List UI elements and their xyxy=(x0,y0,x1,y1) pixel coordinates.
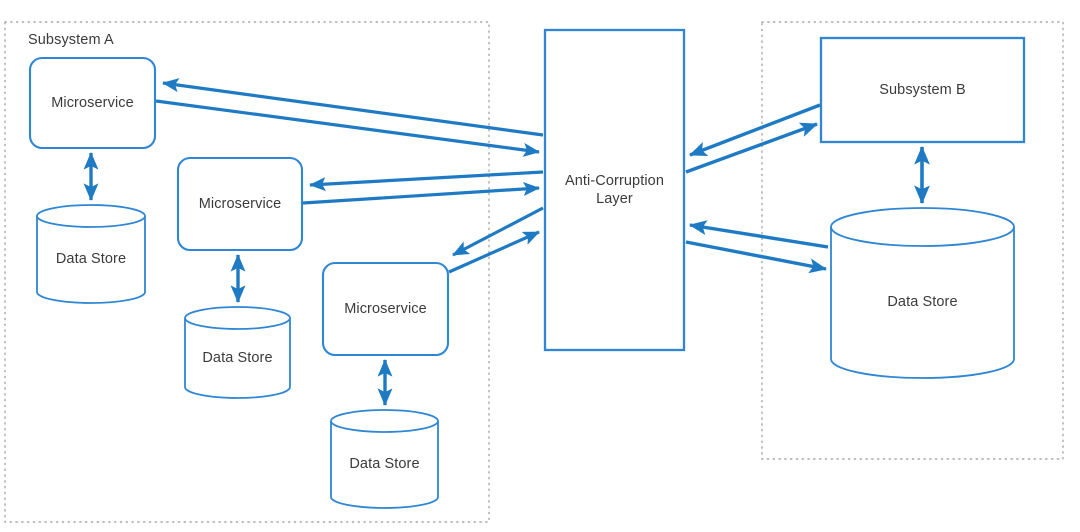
node-microservice-1-shape[interactable] xyxy=(28,56,157,150)
node-data-store-b-shape[interactable] xyxy=(830,207,1015,379)
node-data-store-1-shape[interactable] xyxy=(36,204,146,304)
connector-microservice-2-acl xyxy=(302,170,544,205)
zone-subsystem-b-border xyxy=(761,21,1064,460)
node-data-store-2-shape[interactable] xyxy=(184,306,291,399)
node-anti-corruption-layer-shape[interactable] xyxy=(543,28,686,352)
zone-label-subsystem-a: Subsystem A xyxy=(28,32,114,48)
node-microservice-2-shape[interactable] xyxy=(176,156,304,252)
connector-acl-subsystem-b-box xyxy=(685,103,821,174)
node-data-store-3-shape[interactable] xyxy=(330,409,439,509)
zone-subsystem-a-border xyxy=(4,21,490,523)
connector-microservice-3-acl xyxy=(448,206,544,274)
connector-acl-data-store-b xyxy=(685,220,829,274)
connector-microservice-1-acl xyxy=(155,78,544,157)
node-subsystem-b-box-shape[interactable] xyxy=(819,36,1026,144)
node-microservice-3-shape[interactable] xyxy=(321,261,450,357)
